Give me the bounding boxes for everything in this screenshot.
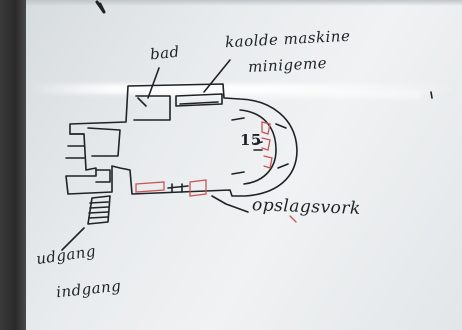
marker-smudge bbox=[95, 0, 106, 14]
marker-dot bbox=[430, 91, 433, 99]
kaolde-maskine-box bbox=[175, 93, 223, 107]
red-mark-3 bbox=[263, 155, 273, 169]
round-section-edges bbox=[275, 123, 289, 169]
red-area-bottom-left bbox=[135, 181, 165, 193]
light-reflection-secondary bbox=[146, 92, 422, 98]
whiteboard bbox=[26, 0, 462, 330]
left-wing-stairs bbox=[65, 133, 85, 159]
bottom-wall-details bbox=[167, 183, 189, 193]
whiteboard-frame-edge bbox=[0, 0, 26, 330]
whiteboard-top-edge bbox=[26, 0, 462, 6]
label-bad: bad bbox=[149, 42, 181, 64]
room-bad bbox=[133, 95, 171, 121]
light-reflection bbox=[26, 84, 462, 94]
pointer-kaolde-maskine bbox=[203, 59, 231, 93]
red-mark-2 bbox=[261, 137, 271, 151]
floor-plan-outline bbox=[65, 83, 298, 197]
kaolde-maskine-line bbox=[179, 101, 219, 105]
left-wing-room bbox=[87, 127, 121, 157]
exit-stairs bbox=[87, 195, 111, 225]
pointer-udgang bbox=[61, 227, 85, 251]
exit-stairs-steps bbox=[88, 201, 109, 219]
label-number: 15 bbox=[240, 131, 262, 149]
pointer-bad bbox=[147, 67, 160, 99]
red-area-bottom-mid bbox=[189, 179, 207, 197]
pointer-opslagsvork bbox=[211, 195, 249, 213]
bad-arrow-tip bbox=[137, 97, 147, 107]
left-small-room bbox=[95, 169, 111, 183]
label-opslagsvork: opslagsvork bbox=[251, 195, 362, 219]
round-section-walls bbox=[231, 117, 245, 175]
inner-round-wall bbox=[239, 109, 277, 185]
desk-marks bbox=[253, 141, 263, 151]
red-tick bbox=[289, 215, 297, 223]
red-mark-1 bbox=[261, 121, 271, 135]
